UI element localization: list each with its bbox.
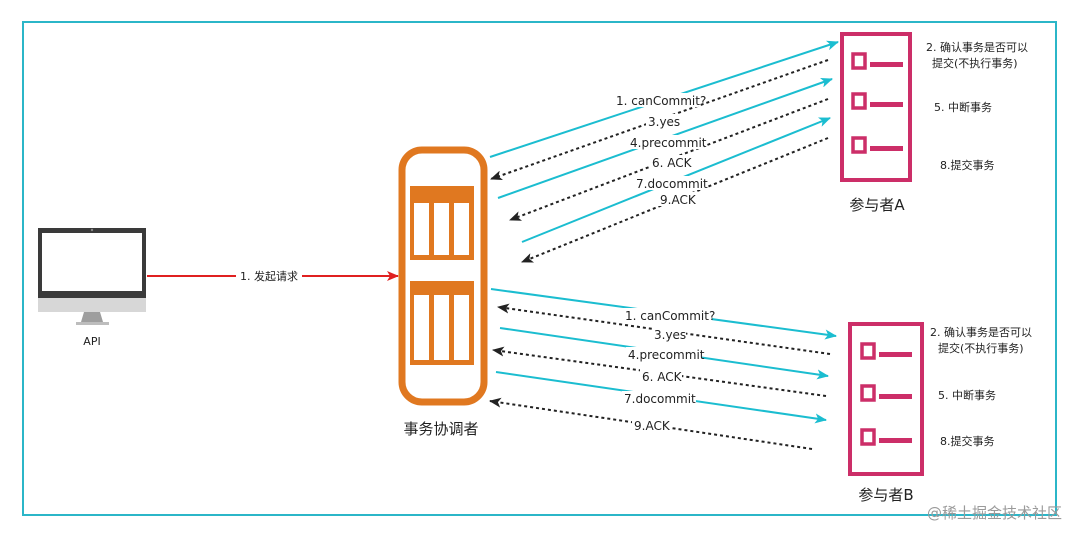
participant-b-note: 提交(不执行事务): [938, 341, 1024, 355]
participant-b-note: 2. 确认事务是否可以: [930, 326, 1032, 339]
message-label: 4.precommit: [628, 348, 705, 362]
message-label: 3.yes: [648, 115, 680, 129]
message-arrow-dashed: [497, 303, 831, 355]
participant-b-label: 参与者B: [858, 486, 913, 504]
message-label: 9.ACK: [634, 419, 671, 433]
message-label: 7.docommit: [624, 392, 696, 406]
participant-a-note: 提交(不执行事务): [932, 56, 1018, 70]
client-label: API: [83, 335, 100, 348]
server-icon: [398, 146, 488, 406]
message-label: 1. canCommit?: [625, 309, 715, 323]
message-label: 6. ACK: [652, 156, 693, 170]
coordinator-label: 事务协调者: [403, 420, 478, 438]
message-label: 6. ACK: [642, 370, 683, 384]
message-arrow-dashed: [521, 137, 829, 263]
participant-a-note: 2. 确认事务是否可以: [926, 41, 1028, 54]
participant-a-note: 5. 中断事务: [934, 100, 992, 114]
checklist-icon: [840, 32, 912, 182]
request-label: 1. 发起请求: [240, 269, 298, 283]
participant-a-label: 参与者A: [849, 196, 905, 214]
diagram-frame: [22, 21, 1057, 516]
message-label: 9.ACK: [660, 193, 697, 207]
message-label: 4.precommit: [630, 136, 707, 150]
message-label: 7.docommit: [636, 177, 708, 191]
participant-b-note: 8.提交事务: [940, 434, 995, 448]
message-label: 3.yes: [654, 328, 686, 342]
participant-a-note: 8.提交事务: [940, 158, 995, 172]
message-label: 1. canCommit?: [616, 94, 706, 108]
checklist-icon: [848, 322, 924, 476]
participant-b-note: 5. 中断事务: [938, 388, 996, 402]
watermark: @稀土掘金技术社区: [927, 504, 1062, 522]
monitor-icon: [38, 228, 146, 325]
